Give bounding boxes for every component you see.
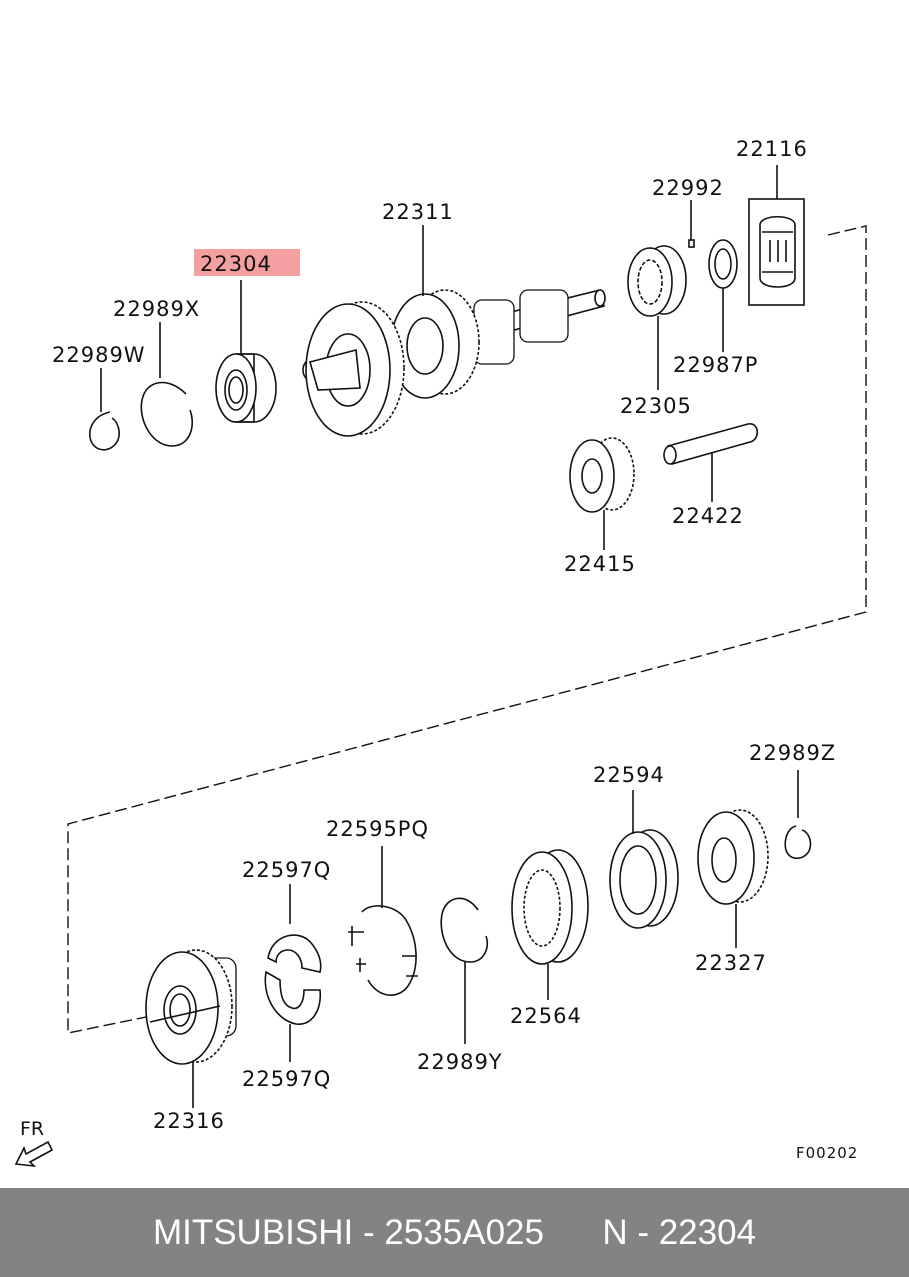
- bearing-22304: [215, 353, 277, 423]
- washer-22987p: [708, 239, 738, 289]
- pin-22992: [688, 239, 695, 248]
- label-22595pq: 22595PQ: [326, 817, 429, 841]
- footer-bar: MITSUBISHI - 2535A025 N - 22304: [0, 1188, 909, 1277]
- bearing-22305: [627, 245, 687, 317]
- label-22987p: 22987P: [673, 353, 758, 377]
- needle-bearing-22116: [759, 215, 796, 288]
- assembly-outline: [67, 225, 867, 1034]
- ring-22594: [609, 829, 679, 929]
- label-22594: 22594: [593, 763, 665, 787]
- label-22305: 22305: [620, 394, 692, 418]
- snap-ring-22989w: [88, 411, 120, 451]
- spring-ring-22595pq: [348, 905, 418, 996]
- snap-ring-22989y: [440, 897, 488, 963]
- footer-separator: -: [353, 1212, 385, 1252]
- front-arrow-icon: [14, 1140, 54, 1168]
- footer-part-number: 2535A025: [384, 1212, 544, 1252]
- footer-gap: [544, 1213, 602, 1253]
- snap-ring-22989x: [140, 381, 194, 447]
- highlight-22304: [194, 249, 300, 276]
- sync-ring-22597q-bottom: [264, 970, 321, 1025]
- label-22422: 22422: [672, 504, 744, 528]
- label-22989w: 22989W: [52, 343, 146, 367]
- label-22597q-top: 22597Q: [242, 858, 331, 882]
- snap-ring-22989z: [784, 825, 812, 860]
- label-22597q-bottom: 22597Q: [242, 1067, 331, 1091]
- label-22311: 22311: [382, 200, 454, 224]
- label-22116: 22116: [736, 137, 808, 161]
- sleeve-22564: [511, 849, 589, 965]
- shaft-22422: [663, 423, 759, 465]
- gear-22316: [145, 949, 237, 1065]
- label-22564: 22564: [510, 1004, 582, 1028]
- label-22989y: 22989Y: [417, 1050, 503, 1074]
- footer-brand: MITSUBISHI: [152, 1212, 354, 1252]
- label-22316: 22316: [153, 1109, 225, 1133]
- label-22989z: 22989Z: [749, 741, 836, 765]
- footer-ref: N - 22304: [602, 1212, 757, 1252]
- label-22989x: 22989X: [113, 297, 200, 321]
- label-22327: 22327: [695, 951, 767, 975]
- label-22304: 22304: [200, 252, 272, 276]
- main-shaft-22311: [302, 289, 606, 437]
- label-22415: 22415: [564, 552, 636, 576]
- gear-22327: [697, 809, 769, 905]
- label-22992: 22992: [652, 176, 724, 200]
- figure-code: F00202: [796, 1144, 858, 1162]
- parts-diagram: 22116 22992 22311 22304 22989X 22989W 22…: [14, 137, 867, 1168]
- gear-22415: [569, 437, 635, 513]
- sync-ring-22597q-top: [267, 934, 322, 973]
- fr-label: FR: [20, 1118, 44, 1140]
